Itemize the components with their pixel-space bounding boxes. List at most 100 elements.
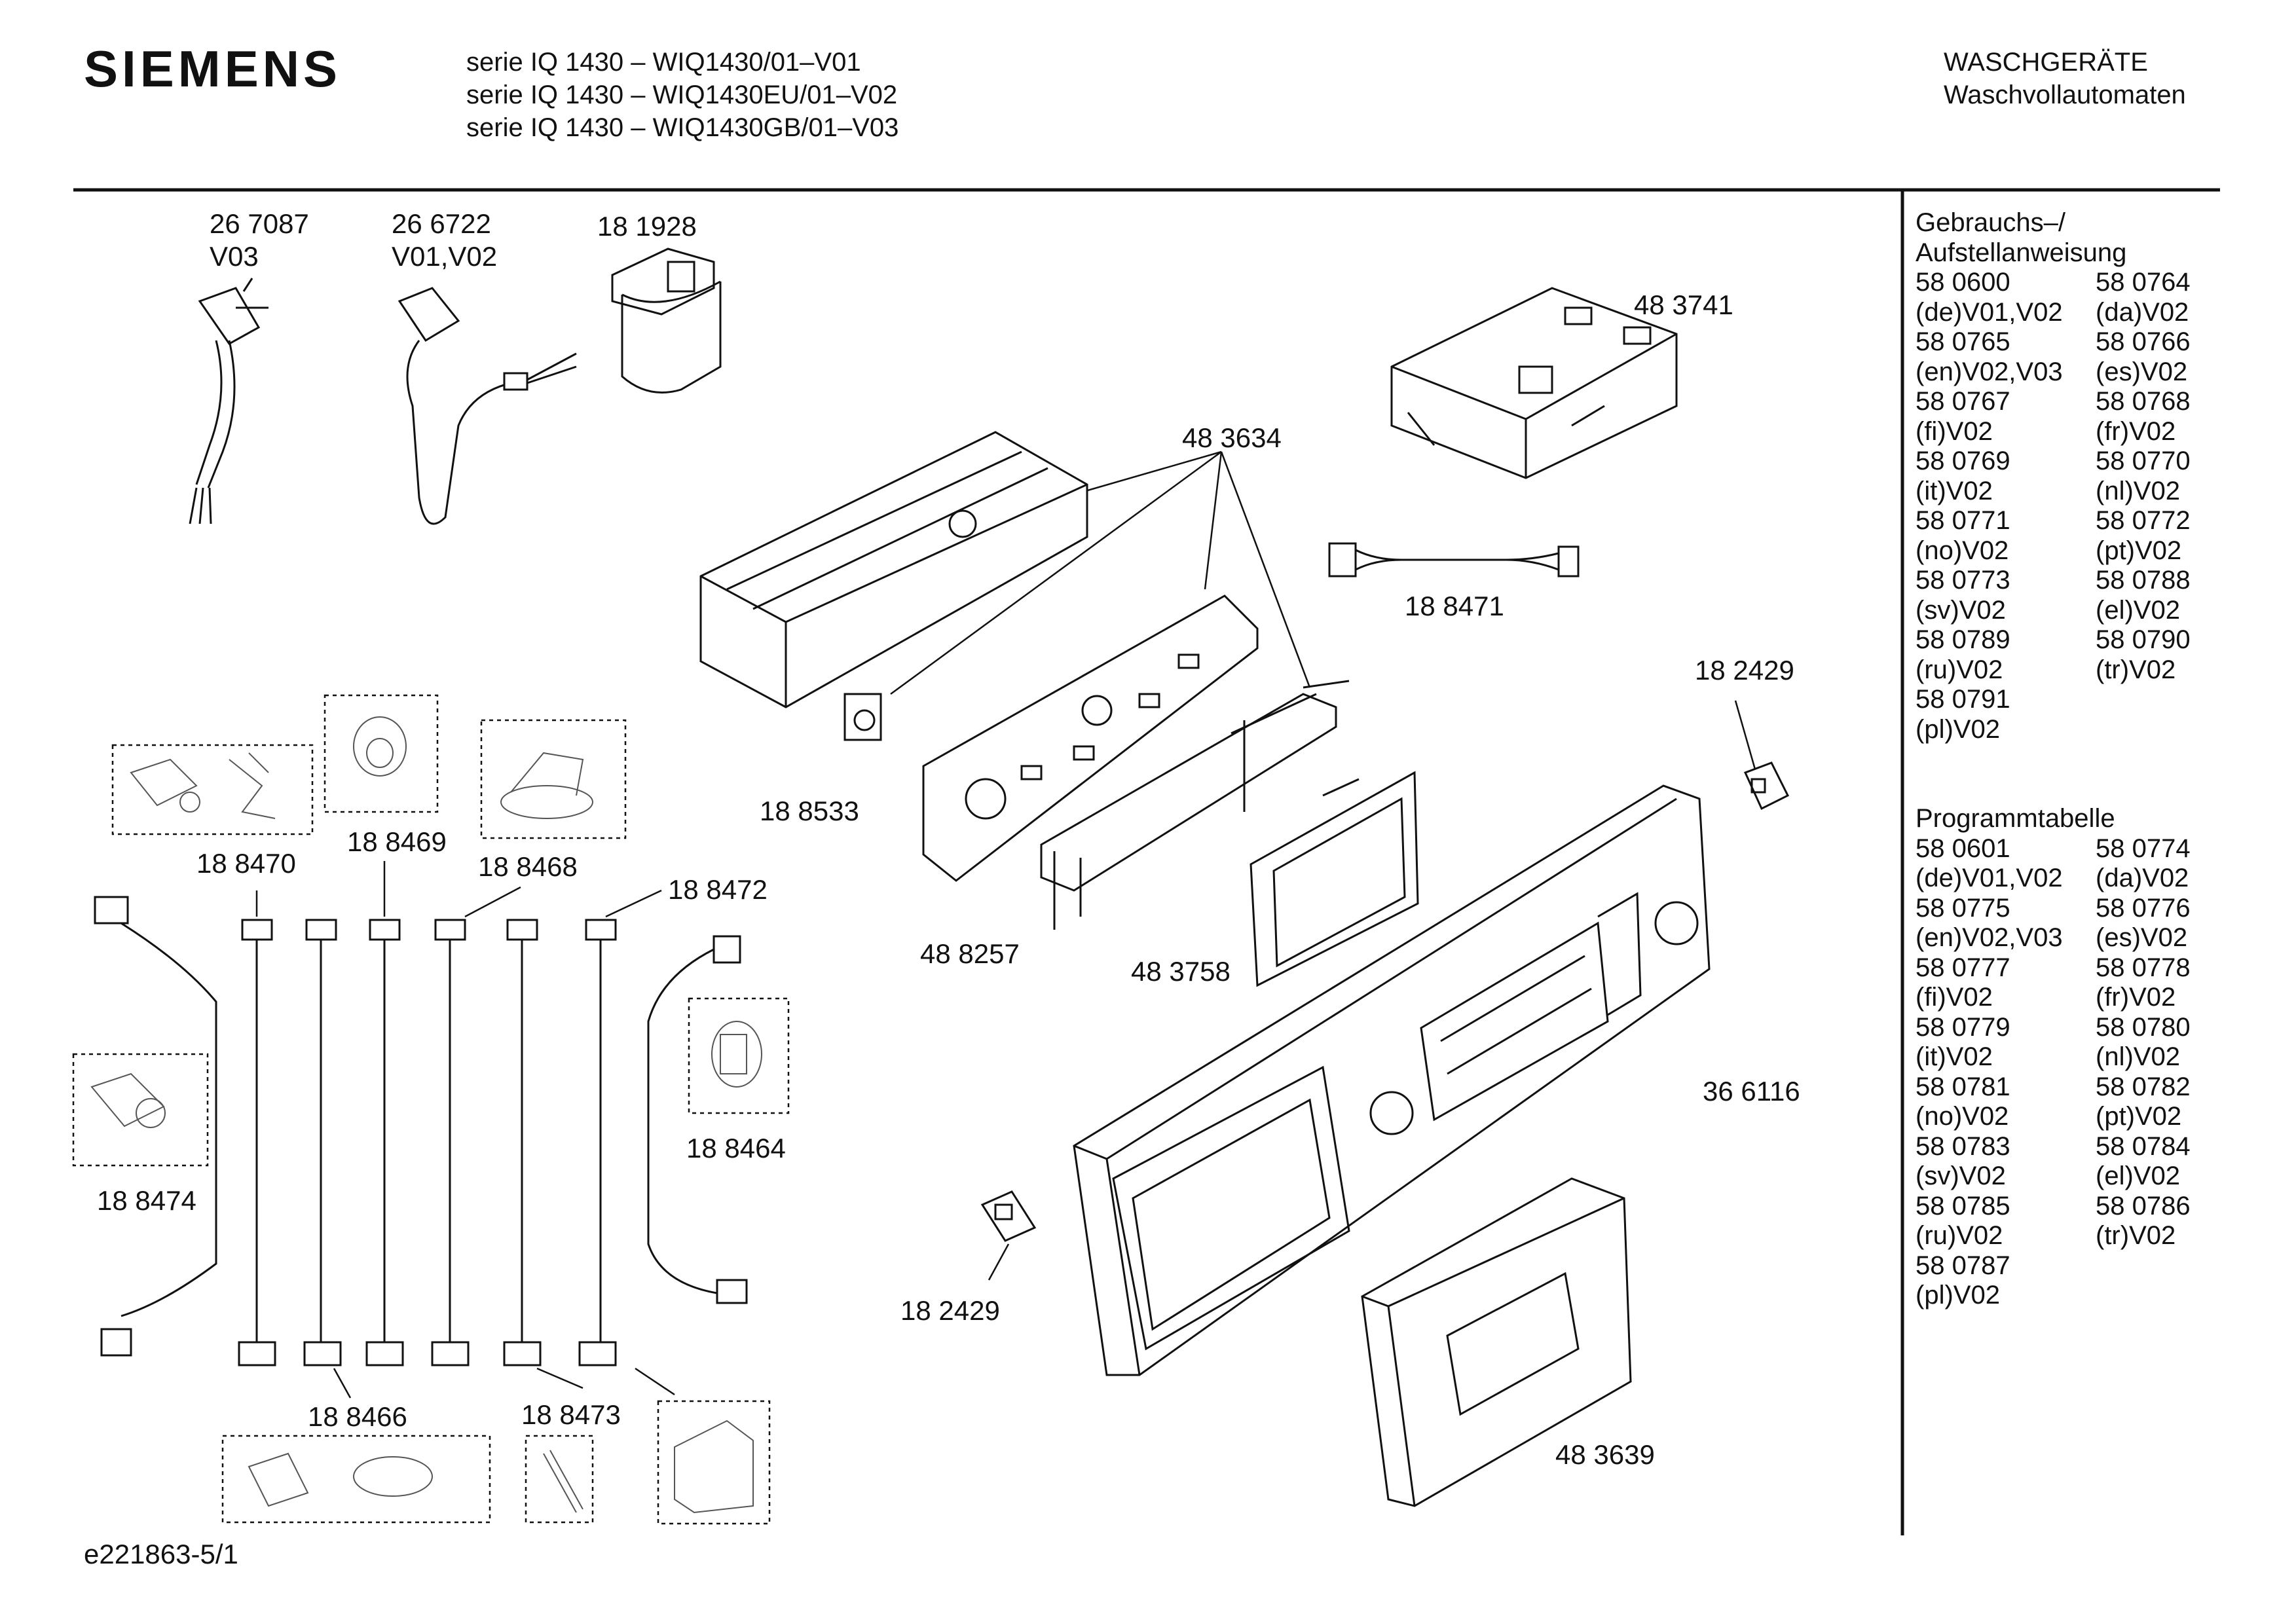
model-line: serie IQ 1430 – WIQ1430EU/01–V02 <box>466 81 898 109</box>
doc-cell: (pt)V02 <box>2096 536 2182 565</box>
control-module-housing-part <box>1390 287 1678 479</box>
category-subtitle: Waschvollautomaten <box>1944 81 2186 109</box>
harness-4 <box>431 919 470 1366</box>
part-label: 18 8533 <box>760 796 859 826</box>
doc-cell: (en)V02,V03 <box>1916 357 2063 386</box>
doc-cell: (fi)V02 <box>1916 983 1993 1012</box>
doc-cell: (fr)V02 <box>2096 983 2176 1012</box>
interference-filter-part <box>611 247 722 394</box>
doc-cell: 58 0786 <box>2096 1191 2191 1220</box>
doc-cell: 58 0788 <box>2096 566 2191 595</box>
display-module-part <box>1250 771 1419 987</box>
detail-sketches <box>90 716 762 1514</box>
doc-cell: (fr)V02 <box>2096 416 2176 446</box>
doc-cell: (en)V02,V03 <box>1916 923 2063 952</box>
doc-cell: 58 0787 <box>1916 1251 2010 1280</box>
model-line: serie IQ 1430 – WIQ1430GB/01–V03 <box>466 113 899 142</box>
doc-cell: 58 0791 <box>1916 685 2010 714</box>
doc-cell: 58 0775 <box>1916 893 2010 923</box>
doc-cell: 58 0778 <box>2096 953 2191 982</box>
drawer-handle-part <box>1361 1177 1632 1507</box>
harness-2 <box>303 919 342 1366</box>
part-label: 18 8471 <box>1405 591 1504 621</box>
doc-cell: 58 0779 <box>1916 1012 2010 1042</box>
part-label: 48 3639 <box>1555 1439 1655 1470</box>
doc-cell: (it)V02 <box>1916 476 1993 505</box>
doc-cell: (ru)V02 <box>1916 1221 2003 1250</box>
part-label: 18 8474 <box>97 1185 196 1216</box>
part-label: 18 8472 <box>668 874 768 905</box>
part-label: 36 6116 <box>1703 1076 1800 1107</box>
doc-cell: 58 0781 <box>1916 1072 2010 1101</box>
model-list: serie IQ 1430 – WIQ1430/01–V01 serie IQ … <box>466 46 898 144</box>
doc-cell: (tr)V02 <box>2096 655 2176 684</box>
part-label: 48 3741 <box>1634 289 1733 320</box>
pcb-carrier-part <box>699 431 1088 741</box>
retaining-clip-bottom-part <box>980 1190 1037 1281</box>
doc-cell: 58 0771 <box>1916 506 2010 535</box>
doc-cell: (el)V02 <box>2096 1162 2180 1190</box>
key-bracket-part <box>1040 680 1350 930</box>
doc-cell: (da)V02 <box>2096 297 2189 327</box>
part-label: 48 8257 <box>920 938 1020 969</box>
part-label: 18 8468 <box>478 851 578 882</box>
model-line: serie IQ 1430 – WIQ1430/01–V01 <box>466 48 861 77</box>
doc-cell: 58 0780 <box>2096 1012 2191 1042</box>
doc-cell: 58 0601 <box>1916 833 2010 863</box>
doc-cell: 58 0785 <box>1916 1191 2010 1220</box>
harness-5 <box>503 919 542 1366</box>
doc-cell: 58 0772 <box>2096 506 2191 535</box>
retaining-clip-top-part <box>1734 700 1790 811</box>
control-panel-fascia-part <box>1073 784 1711 1376</box>
part-label: 18 2429 <box>900 1295 1000 1326</box>
manuals-title-line1: Gebrauchs–/ <box>1916 208 2066 237</box>
doc-cell: 58 0789 <box>1916 625 2010 654</box>
doc-cell: (nl)V02 <box>2096 476 2180 505</box>
doc-cell: (de)V01,V02 <box>1916 297 2063 327</box>
doc-cell <box>2096 1251 2191 1281</box>
doc-cell: (el)V02 <box>2096 595 2180 625</box>
brand-logo: SIEMENS <box>84 40 342 98</box>
category-block: WASCHGERÄTE Waschvollautomaten <box>1944 46 2186 111</box>
doc-cell: (nl)V02 <box>2096 1042 2180 1071</box>
doc-cell <box>2096 715 2191 745</box>
part-variant: V03 <box>210 241 259 272</box>
schuko-power-cable-part <box>398 287 577 525</box>
part-label: 18 8469 <box>347 826 447 857</box>
doc-cell: 58 0790 <box>2096 625 2191 654</box>
doc-cell: (ru)V02 <box>1916 655 2003 684</box>
part-label: 26 6722 <box>392 208 491 239</box>
doc-cell: (fi)V02 <box>1916 416 1993 446</box>
part-variant: V01,V02 <box>392 241 498 272</box>
dashed-detail-boxes <box>72 694 790 1525</box>
doc-cell: 58 0784 <box>2096 1131 2191 1161</box>
part-label: 48 3634 <box>1182 422 1282 453</box>
program-table-title: Programmtabelle <box>1916 804 2115 833</box>
document-id: e221863-5/1 <box>84 1539 238 1569</box>
doc-cell: (tr)V02 <box>2096 1221 2176 1250</box>
part-label: 18 8473 <box>521 1399 621 1430</box>
part-label: 18 2429 <box>1695 655 1794 686</box>
part-label: 18 8470 <box>196 848 296 879</box>
doc-cell: (no)V02 <box>1916 536 2009 565</box>
doc-cell: 58 0765 <box>1916 327 2010 356</box>
doc-cell: (pl)V02 <box>1916 714 2000 744</box>
doc-cell: 58 0783 <box>1916 1131 2010 1161</box>
doc-cell: 58 0766 <box>2096 327 2191 356</box>
ribbon-cable-188471 <box>1328 542 1580 577</box>
doc-cell: 58 0768 <box>2096 387 2191 416</box>
harness-1 <box>238 919 276 1366</box>
doc-cell: 58 0776 <box>2096 893 2191 923</box>
doc-cell: (de)V01,V02 <box>1916 864 2063 892</box>
part-label: 26 7087 <box>210 208 309 239</box>
electronic-board-part <box>922 595 1259 882</box>
doc-cell: (da)V02 <box>2096 864 2189 892</box>
doc-cell: 58 0782 <box>2096 1072 2191 1101</box>
part-label: 18 8466 <box>308 1401 407 1432</box>
harness-leaders <box>255 861 675 1399</box>
doc-cell: (it)V02 <box>1916 1042 1993 1071</box>
